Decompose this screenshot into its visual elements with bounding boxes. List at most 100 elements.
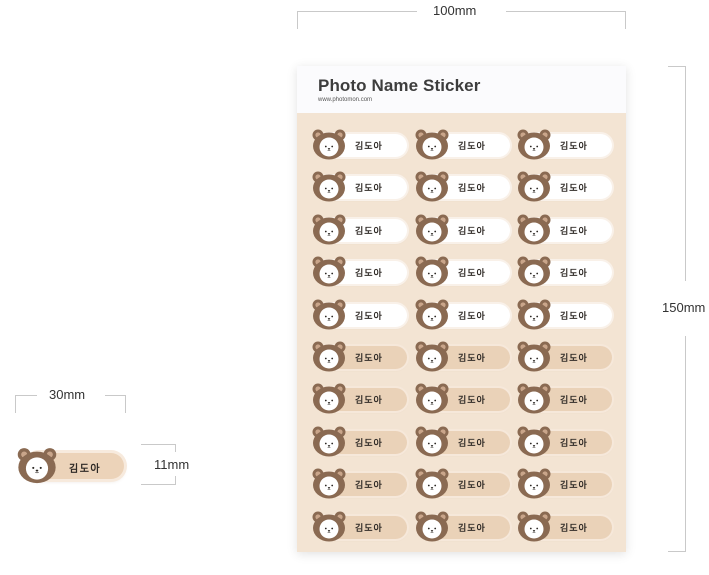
bear-face-icon: [312, 468, 346, 499]
name-sticker: 김도아: [311, 382, 409, 414]
bear-face-icon: [312, 299, 346, 330]
name-sticker: 김도아: [516, 340, 614, 372]
name-sticker: 김도아: [414, 128, 512, 160]
sticker-name: 김도아: [458, 269, 486, 280]
sticker-name: 김도아: [560, 142, 588, 152]
name-sticker: 김도아: [516, 298, 614, 330]
sticker-name: 김도아: [560, 354, 588, 364]
sticker-name: 김도아: [560, 438, 588, 449]
bear-face-icon: [415, 256, 449, 287]
name-sticker: 김도아: [414, 255, 512, 287]
sticker-width-label: 30mm: [49, 387, 86, 402]
sticker-height-line-top: [175, 444, 176, 452]
bear-face-icon: [312, 171, 346, 202]
width-dimension-line-right: [506, 11, 626, 12]
bear-face-icon: [312, 426, 346, 457]
bear-face-icon: [415, 468, 449, 499]
sticker-name: 김도아: [458, 226, 486, 237]
width-dimension-right-tick: [625, 11, 626, 29]
sticker-name: 김도아: [458, 481, 486, 492]
bear-face-icon: [517, 383, 551, 414]
sticker-height-top-tick: [141, 444, 176, 445]
sticker-name: 김도아: [458, 184, 486, 195]
name-sticker: 김도아: [414, 298, 512, 330]
sticker-width-line-left: [15, 395, 37, 396]
name-sticker: 김도아: [414, 170, 512, 202]
sheet-height-label: 150mm: [662, 300, 706, 315]
name-sticker: 김도아: [311, 467, 409, 499]
sticker-name: 김도아: [355, 481, 383, 492]
sticker-name: 김도아: [69, 464, 102, 475]
bear-face-icon: [517, 511, 551, 542]
name-sticker: 김도아: [516, 255, 614, 287]
sticker-name: 김도아: [355, 269, 383, 280]
bear-face-icon: [312, 256, 346, 287]
name-sticker: 김도아: [516, 382, 614, 414]
name-sticker: 김도아: [516, 467, 614, 499]
sticker-name: 김도아: [458, 142, 486, 152]
bear-face-icon: [312, 129, 346, 160]
bear-face-icon: [312, 341, 346, 372]
name-sticker: 김도아: [311, 170, 409, 202]
name-sticker: 김도아: [516, 170, 614, 202]
sticker-width-right-tick: [125, 395, 126, 413]
height-dimension-top-tick: [668, 66, 686, 67]
name-sticker: 김도아: [516, 213, 614, 245]
sticker-name: 김도아: [355, 396, 383, 407]
height-dimension-line-top: [685, 66, 686, 281]
name-sticker: 김도아: [311, 213, 409, 245]
bear-face-icon: [312, 214, 346, 245]
single-sticker-preview: 김도아: [16, 446, 128, 484]
sheet-title: Photo Name Sticker: [318, 76, 481, 95]
name-sticker: 김도아: [414, 425, 512, 457]
sticker-width-line-right: [105, 395, 126, 396]
bear-face-icon: [517, 171, 551, 202]
sticker-name: 김도아: [560, 184, 588, 195]
width-dimension-line-left: [297, 11, 417, 12]
name-sticker: 김도아: [516, 425, 614, 457]
sticker-name: 김도아: [458, 311, 486, 322]
name-sticker: 김도아: [414, 340, 512, 372]
sticker-name: 김도아: [458, 354, 486, 364]
sticker-name: 김도아: [458, 523, 486, 534]
height-dimension-line-bottom: [685, 336, 686, 552]
bear-face-icon: [517, 214, 551, 245]
bear-face-icon: [517, 129, 551, 160]
bear-face-icon: [517, 341, 551, 372]
sticker-name: 김도아: [560, 481, 588, 492]
sticker-name: 김도아: [560, 269, 588, 280]
sticker-name: 김도아: [355, 523, 383, 534]
sticker-grid: 김도아 김도아 김도아 김도아: [297, 113, 626, 552]
sticker-name: 김도아: [355, 226, 383, 237]
name-sticker: 김도아: [311, 425, 409, 457]
name-sticker: 김도아: [414, 382, 512, 414]
sticker-name: 김도아: [355, 438, 383, 449]
name-sticker: 김도아: [414, 467, 512, 499]
sticker-width-left-tick: [15, 395, 16, 413]
sticker-name: 김도아: [560, 226, 588, 237]
sticker-name: 김도아: [560, 311, 588, 322]
bear-face-icon: [415, 129, 449, 160]
sticker-height-label: 11mm: [154, 457, 190, 472]
sticker-sheet: Photo Name Sticker www.photomon.com 김도아 …: [297, 66, 626, 552]
name-sticker: 김도아: [311, 340, 409, 372]
sticker-name: 김도아: [560, 523, 588, 534]
width-dimension-left-tick: [297, 11, 298, 29]
height-dimension-bottom-tick: [668, 551, 686, 552]
bear-face-icon: [415, 383, 449, 414]
bear-face-icon: [415, 341, 449, 372]
bear-face-icon: [517, 256, 551, 287]
bear-face-icon: [415, 426, 449, 457]
name-sticker: 김도아: [311, 510, 409, 542]
bear-face-icon: [415, 299, 449, 330]
sticker-name: 김도아: [458, 438, 486, 449]
sticker-name: 김도아: [355, 311, 383, 322]
sticker-name: 김도아: [355, 184, 383, 195]
bear-face-icon: [415, 214, 449, 245]
bear-face-icon: [517, 468, 551, 499]
sticker-name: 김도아: [458, 396, 486, 407]
name-sticker: 김도아: [311, 128, 409, 160]
bear-face-icon: [312, 383, 346, 414]
name-sticker: 김도아: [414, 213, 512, 245]
name-sticker: 김도아: [311, 255, 409, 287]
